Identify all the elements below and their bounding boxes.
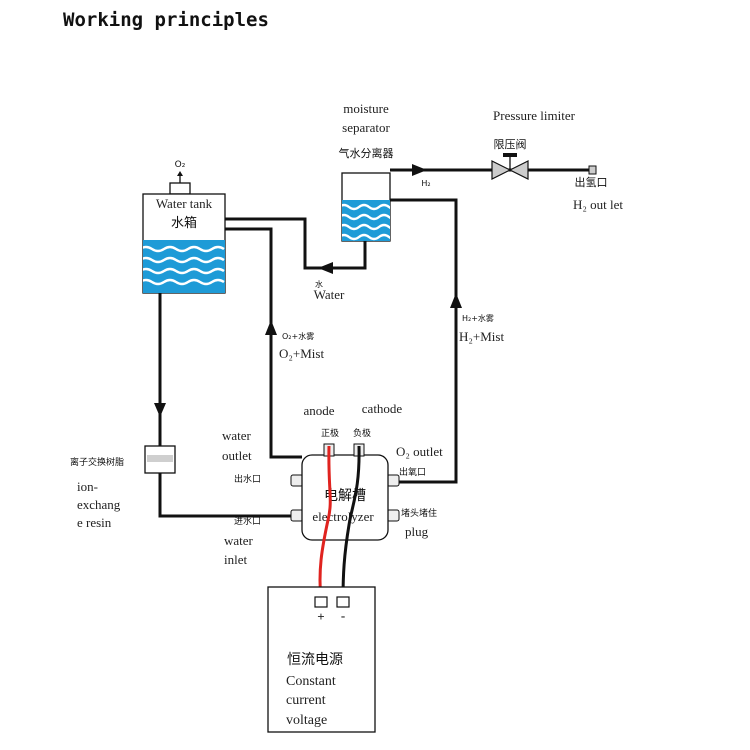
ion-exchange-label-line3: e resin xyxy=(77,515,112,530)
h2-flow-arrow xyxy=(450,293,462,308)
flow-arrows xyxy=(154,164,462,417)
h2-mist-cn-label: H₂+水雾 xyxy=(462,313,494,323)
positive-symbol: + xyxy=(317,609,324,624)
electrolyzer-water-outlet-port xyxy=(290,474,304,487)
water-tank-label: Water tank xyxy=(156,196,213,211)
separator-cn-label: 气水分离器 xyxy=(339,146,394,160)
anode-cn-label: 正极 xyxy=(321,427,339,439)
h2-outlet: 出氢口 H₂ out let xyxy=(573,165,623,212)
ion-exchange-label-line2: exchang xyxy=(77,497,121,512)
o2-mist-label: O₂+Mist xyxy=(279,346,324,361)
plug-cn-label: 堵头堵住 xyxy=(401,507,437,519)
feed-flow-arrow xyxy=(154,403,166,417)
negative-symbol: - xyxy=(341,608,345,623)
separator-waves xyxy=(342,203,390,241)
water-return-pipe xyxy=(224,217,367,270)
water-inlet-cn-label: 进水口 xyxy=(234,515,261,527)
pressure-limiter-label: Pressure limiter xyxy=(493,108,576,123)
electrolyzer-water-inlet-port xyxy=(290,509,304,522)
o2-mist-pipe xyxy=(224,227,302,459)
ion-exchanger-resin xyxy=(147,455,173,462)
h2-outlet-label: H₂ out let xyxy=(573,197,623,212)
positive-wire xyxy=(318,445,332,601)
o2-flow-arrow xyxy=(265,320,277,335)
positive-terminal xyxy=(314,596,328,608)
water-outlet-cn-label: 出水口 xyxy=(234,473,261,485)
cathode-cn-label: 负极 xyxy=(353,427,371,439)
diagram-title: Working principles xyxy=(63,9,269,31)
water-return-cn-label: 水 xyxy=(315,279,323,289)
valve-handle xyxy=(503,153,517,157)
separator-label-line2: separator xyxy=(342,120,390,135)
valve-left-cone xyxy=(491,160,512,180)
o2-vent-label: O₂ xyxy=(175,160,186,170)
power-supply-body xyxy=(267,586,376,733)
moisture-separator: moisture separator 气水分离器 xyxy=(339,101,394,242)
water-outlet-label-line2: outlet xyxy=(222,448,252,463)
o2-vent-arrow xyxy=(177,171,183,176)
power-supply-cn-label: 恒流电源 xyxy=(287,652,343,668)
power-supply-label-line3: voltage xyxy=(286,713,327,728)
h2-outlet-cn-label: 出氢口 xyxy=(575,175,608,189)
pressure-limiter: Pressure limiter 限压阀 xyxy=(491,108,576,180)
power-supply: + - 恒流电源 Constant current voltage xyxy=(267,586,376,733)
negative-terminal xyxy=(336,596,350,608)
cathode-label: cathode xyxy=(362,401,403,416)
valve-right-cone xyxy=(508,160,529,180)
water-return-label: Water xyxy=(314,287,345,302)
ion-exchange-cn-label: 离子交换树脂 xyxy=(70,456,124,468)
o2-mist-cn-label: O₂+水雾 xyxy=(282,331,314,341)
electrolyzer-label: electrolyzer xyxy=(312,509,374,524)
o2-outlet-label: O₂ outlet xyxy=(396,444,443,459)
electrolyzer-plug-port xyxy=(386,509,400,522)
h2-pipe-label: H₂ xyxy=(421,179,430,188)
water-feed-pipe xyxy=(158,293,302,518)
negative-wire xyxy=(341,445,361,601)
power-supply-label-line2: current xyxy=(286,693,326,708)
power-supply-label-line1: Constant xyxy=(286,674,336,689)
water-outlet-label-line1: water xyxy=(222,428,252,443)
tank-waves xyxy=(143,245,225,286)
anode-label: anode xyxy=(303,403,334,418)
h2-output-arrow xyxy=(412,164,427,176)
h2-mist-label: H₂+Mist xyxy=(459,329,504,344)
water-tank-cn-label: 水箱 xyxy=(171,215,197,231)
ion-exchange-label-line1: ion- xyxy=(77,479,98,494)
water-return-arrow xyxy=(318,262,333,274)
water-inlet-label-line1: water xyxy=(224,533,254,548)
o2-outlet-cn-label: 出氧口 xyxy=(399,466,426,478)
ion-exchanger: 离子交换树脂 ion- exchang e resin xyxy=(70,445,176,530)
electrolyzer: 电解槽 electrolyzer xyxy=(290,443,400,541)
pressure-limiter-cn-label: 限压阀 xyxy=(494,137,527,151)
electrolyzer-body xyxy=(301,454,389,541)
h2-outlet-nozzle xyxy=(588,165,597,175)
tank-vent xyxy=(169,182,191,195)
plug-label: plug xyxy=(405,524,429,539)
h2-mist-pipe xyxy=(390,198,458,484)
water-tank: O₂ Water tank 水箱 xyxy=(142,160,226,294)
water-inlet-label-line2: inlet xyxy=(224,552,247,567)
electrolyzer-h2-port xyxy=(386,474,400,487)
separator-label-line1: moisture xyxy=(343,101,389,116)
